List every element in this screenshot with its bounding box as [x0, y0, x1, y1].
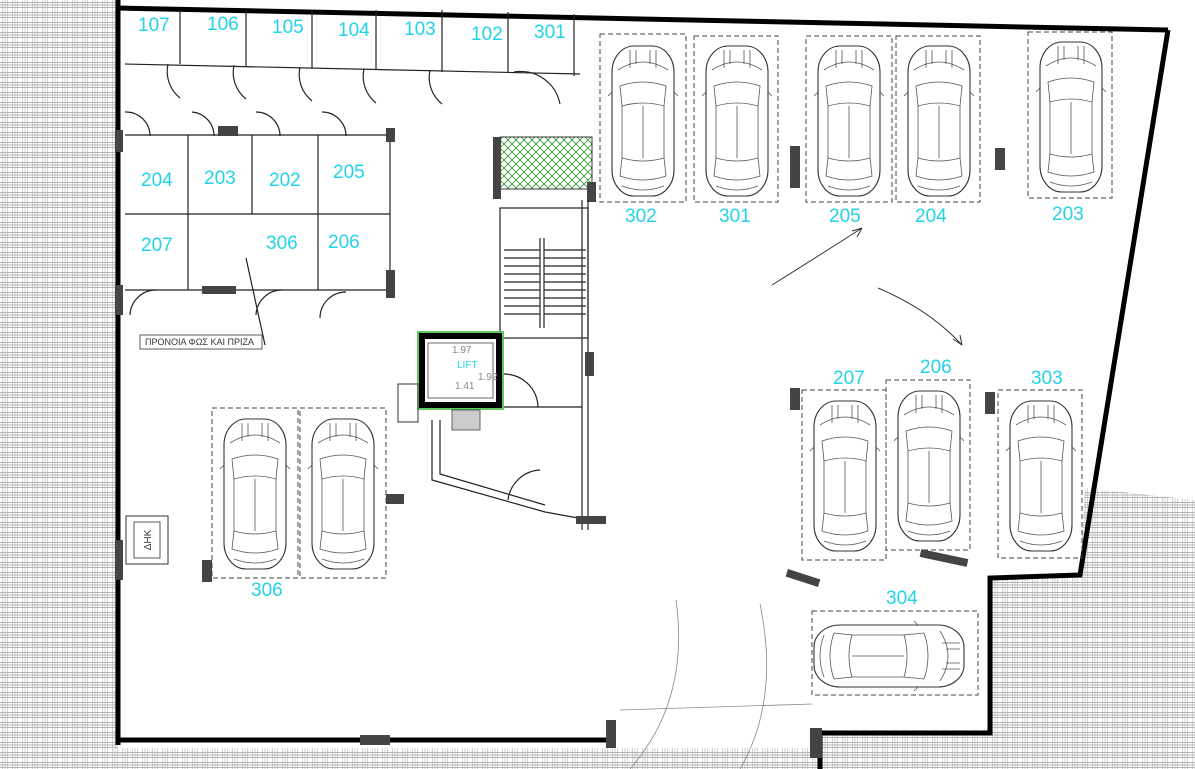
ramp-curve [629, 599, 680, 769]
bay-label-206: 206 [920, 357, 952, 378]
room-label-204: 204 [141, 170, 173, 191]
car-icon [810, 400, 880, 552]
bay-label-302: 302 [625, 206, 657, 227]
room-label-203: 203 [204, 168, 236, 189]
tank [125, 515, 169, 565]
car-icon [1006, 400, 1076, 552]
car-icon [894, 390, 964, 542]
car-icon [608, 45, 678, 197]
bay-label-203: 203 [1052, 204, 1084, 225]
room-label-105: 105 [272, 17, 304, 38]
bay-label-306: 306 [251, 580, 283, 601]
room-label-102: 102 [471, 24, 503, 45]
bottom-boundary-hatch [118, 748, 818, 769]
room-label-107: 107 [138, 15, 170, 36]
room-label-103: 103 [404, 19, 436, 40]
left-boundary-hatch [0, 0, 118, 769]
lift-dim-top: 1.97 [452, 345, 472, 356]
car-icon [904, 45, 974, 197]
bay-label-303: 303 [1031, 368, 1063, 389]
room-label-301: 301 [534, 22, 566, 43]
stair-icon [499, 207, 589, 339]
room-label-206: 206 [328, 232, 360, 253]
room-label-202: 202 [269, 170, 301, 191]
planter [499, 136, 593, 190]
outer-wall-top [117, 5, 1169, 33]
room-label-106: 106 [207, 14, 239, 35]
mid-storage-block [124, 111, 395, 346]
car-icon [220, 418, 290, 570]
lift-dim-bottom: 1.41 [455, 381, 475, 392]
tank-label: ΔΗΚ [143, 529, 154, 550]
parking-bay-204 [895, 35, 981, 203]
parking-bay-303 [997, 389, 1083, 559]
parking-bay-302 [599, 33, 687, 203]
parking-bay-203 [1027, 31, 1113, 199]
bay-label-204: 204 [915, 206, 947, 227]
car-icon [814, 45, 884, 197]
parking-bay-301 [693, 35, 779, 203]
room-label-205: 205 [333, 162, 365, 183]
bay-label-304: 304 [886, 588, 918, 609]
top-storage-row [124, 10, 581, 105]
car-icon [702, 45, 772, 197]
lift-label: LIFT [457, 360, 478, 371]
room-label-306: 306 [266, 233, 298, 254]
turning-arrow-icon [771, 227, 963, 346]
parking-bay-306-b [299, 407, 387, 579]
bay-label-207: 207 [833, 368, 865, 389]
parking-bay-304 [811, 610, 979, 696]
car-icon [813, 620, 965, 692]
room-label-104: 104 [338, 20, 370, 41]
bay-label-205: 205 [829, 206, 861, 227]
parking-bay-206 [885, 379, 971, 551]
right-corner-hatch [820, 488, 1195, 769]
car-icon [1036, 41, 1106, 193]
note-box [139, 334, 263, 350]
car-icon [308, 418, 378, 570]
bay-label-301: 301 [719, 206, 751, 227]
parking-bay-205 [805, 35, 893, 203]
lift-dim-side: 1.92 [478, 372, 498, 383]
room-label-207: 207 [141, 235, 173, 256]
note-label: ΠΡΟΝΟΙΑ ΦΩΣ ΚΑΙ ΠΡΙΖΑ [145, 337, 254, 347]
parking-bay-306-a [211, 407, 299, 579]
